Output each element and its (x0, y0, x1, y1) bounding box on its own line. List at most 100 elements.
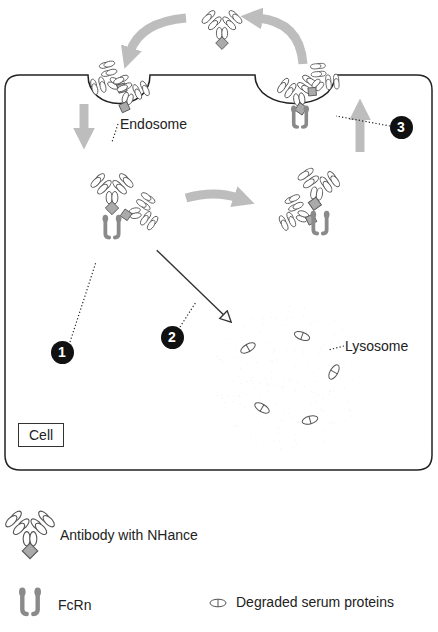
illustration-part (105, 201, 118, 214)
callout-number: 1 (51, 341, 74, 364)
illustration-part (310, 403, 311, 404)
illustration-part (280, 420, 281, 421)
illustration-part (216, 37, 229, 50)
illustration-part (310, 63, 321, 69)
illustration-part (311, 211, 317, 219)
illustration-part (302, 349, 303, 350)
degraded-protein-symbol (327, 363, 342, 381)
legend-icons (4, 509, 226, 614)
illustration-part (275, 318, 276, 319)
endosome-label: Endosome (120, 116, 187, 132)
illustration-part (186, 194, 238, 198)
illustration-part (244, 407, 245, 408)
illustration-part (140, 191, 152, 202)
illustration-part (235, 357, 236, 358)
illustration-part (268, 384, 269, 385)
illustration-part (324, 211, 330, 219)
illustration-part (246, 381, 247, 382)
illustration-part (355, 349, 356, 350)
illustration-part (311, 71, 322, 77)
illustration-part (339, 376, 340, 377)
illustration-part (312, 431, 313, 432)
illustration-part (275, 403, 276, 404)
illustration-part (349, 346, 350, 347)
illustration-part (112, 124, 118, 142)
illustration-part (311, 391, 312, 392)
illustration-part (234, 425, 235, 426)
illustration-part (276, 359, 277, 360)
illustration-part (19, 588, 26, 597)
illustration-part (304, 84, 320, 100)
illustration-part (272, 361, 273, 362)
illustration-part (339, 363, 340, 364)
illustration-part (295, 434, 296, 435)
illustration-part (350, 410, 351, 411)
illustration-part (342, 329, 343, 330)
fcrn-symbol (103, 215, 122, 238)
illustration-part (217, 356, 218, 357)
antibody-symbol (201, 9, 244, 49)
illustration-part (328, 365, 329, 366)
antibody-symbol (84, 54, 137, 108)
illustration-part (80, 104, 89, 132)
illustration-part (117, 100, 132, 115)
illustration-part (313, 392, 314, 393)
illustration-part (245, 393, 246, 394)
illustration-part (293, 330, 311, 343)
illustration-part (210, 599, 226, 607)
illustration-part (327, 314, 328, 315)
illustration-part (239, 396, 240, 397)
illustration-part (343, 363, 344, 364)
illustration-part (226, 338, 227, 339)
illustration-part (304, 307, 305, 308)
illustration-part (254, 388, 255, 389)
illustration-part (282, 420, 283, 421)
illustration-part (219, 359, 220, 360)
illustration-part (316, 394, 317, 395)
illustration-part (334, 423, 335, 424)
illustration-part (309, 416, 311, 423)
illustration-part (22, 594, 37, 614)
illustration-part (89, 176, 102, 189)
illustration-part (288, 311, 289, 312)
illustration-part (271, 372, 272, 373)
illustration-part (326, 79, 332, 90)
illustration-part (333, 390, 334, 391)
cell-outline: EndosomeLysosomeCell (5, 75, 432, 470)
antibody-symbol (89, 172, 134, 215)
illustration-part (253, 401, 271, 416)
illustration-part (303, 353, 304, 354)
illustration-part (344, 387, 345, 388)
illustration-part (262, 322, 263, 323)
illustration-part (141, 84, 151, 96)
illustration-part (329, 175, 341, 189)
illustration-part (236, 345, 237, 346)
illustration-part (113, 76, 125, 86)
lysosome-texture (215, 305, 356, 450)
illustration-part (267, 390, 268, 391)
illustration-part (350, 416, 351, 417)
illustration-part (286, 317, 287, 318)
illustration-part (342, 367, 343, 368)
illustration-part (323, 441, 324, 442)
illustration-part (258, 18, 303, 64)
illustration-part (99, 81, 107, 93)
illustration-part (317, 320, 318, 321)
illustration-part (327, 363, 342, 381)
illustration-part (349, 409, 350, 410)
illustration-part (348, 409, 349, 410)
illustration-part (333, 320, 334, 321)
illustration-part (222, 398, 223, 399)
legend-label: Antibody with NHance (60, 527, 198, 543)
illustration-part (292, 446, 293, 447)
illustration-part (323, 345, 324, 346)
illustration-part (329, 390, 330, 391)
illustration-part (239, 341, 257, 356)
illustration-part (261, 416, 262, 417)
leader-lines (70, 116, 390, 350)
illustration-part (91, 83, 99, 95)
illustration-part (271, 317, 272, 318)
illustration-part (294, 111, 307, 127)
illustration-part (288, 413, 289, 414)
illustration-part (225, 377, 226, 378)
